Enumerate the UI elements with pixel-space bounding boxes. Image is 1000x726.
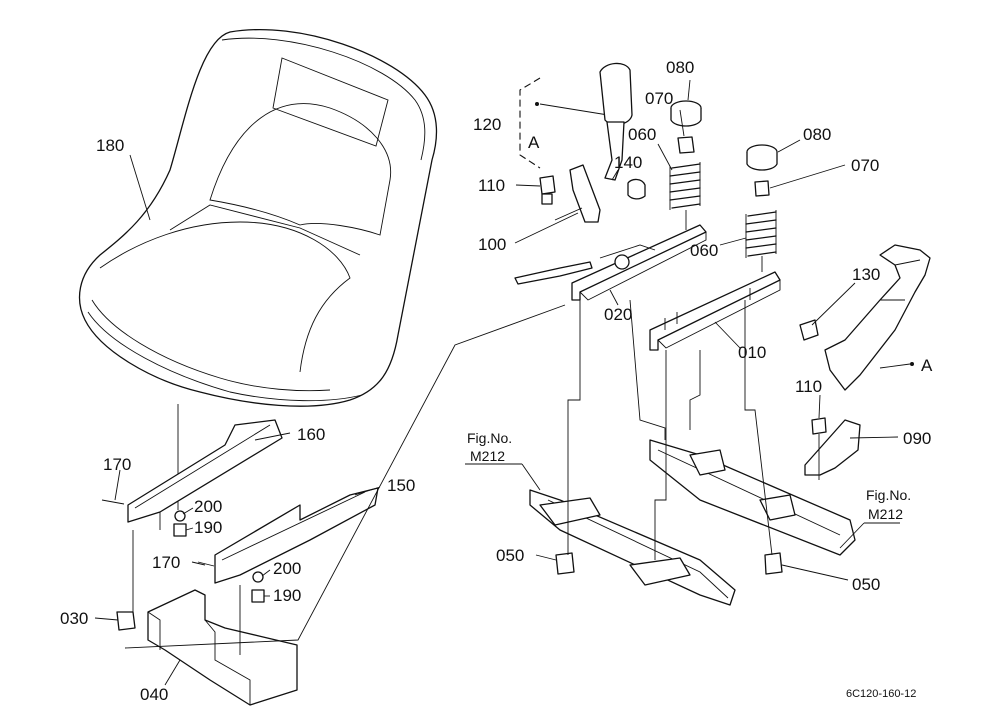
drawing-code: 6C120-160-12 [846, 688, 916, 700]
label-070b: 070 [851, 156, 879, 175]
base-rails [529, 439, 856, 606]
label-130: 130 [852, 265, 880, 284]
fig-ref-right-line1: Fig.No. [866, 487, 911, 503]
routing-lines-left [124, 304, 566, 655]
leader-lines [94, 79, 900, 686]
label-060b: 060 [690, 241, 718, 260]
label-170b: 170 [152, 553, 180, 572]
label-080a: 080 [666, 58, 694, 77]
label-010: 010 [738, 343, 766, 362]
label-030: 030 [60, 609, 88, 628]
bracket-150 [214, 487, 379, 584]
label-130-ref: A [921, 356, 933, 375]
bracket-100 [554, 164, 601, 223]
bracket-160 [127, 419, 283, 530]
fig-ref-left-line1: Fig.No. [467, 430, 512, 446]
label-060a: 060 [628, 125, 656, 144]
label-120-ref: A [528, 133, 540, 152]
label-020: 020 [604, 305, 632, 324]
seat-belt-assembly [799, 244, 931, 391]
part-labels: 180 160 150 170 170 200 190 200 190 030 … [60, 58, 933, 704]
bracket-040 [147, 589, 298, 706]
ref-bracket-120 [519, 77, 609, 169]
label-080b: 080 [803, 125, 831, 144]
nuts-050 [555, 552, 783, 575]
label-180: 180 [96, 136, 124, 155]
routing-lines-right [567, 299, 773, 560]
fig-ref-left-line2: M212 [470, 448, 505, 464]
label-070a: 070 [645, 89, 673, 108]
label-160: 160 [297, 425, 325, 444]
label-050b: 050 [852, 575, 880, 594]
label-090: 090 [903, 429, 931, 448]
label-050a: 050 [496, 546, 524, 565]
label-140: 140 [614, 153, 642, 172]
rail-010 [649, 271, 781, 351]
label-200b: 200 [273, 559, 301, 578]
bracket-090 [804, 417, 861, 480]
label-170a: 170 [103, 455, 131, 474]
fig-ref-right-line2: M212 [868, 506, 903, 522]
label-190a: 190 [194, 518, 222, 537]
springs-060 [669, 162, 777, 272]
label-100: 100 [478, 235, 506, 254]
bolts-top [539, 175, 646, 205]
label-110b: 110 [795, 377, 822, 396]
nuts-070 [677, 136, 770, 197]
label-110a: 110 [478, 176, 505, 195]
label-200a: 200 [194, 497, 222, 516]
caps-080 [670, 100, 778, 171]
figure-references: Fig.No. M212 Fig.No. M212 [467, 430, 911, 522]
label-150: 150 [387, 476, 415, 495]
label-190b: 190 [273, 586, 301, 605]
label-120: 120 [473, 115, 501, 134]
lever-knob [599, 62, 633, 181]
rail-020 [514, 224, 707, 301]
label-040: 040 [140, 685, 168, 704]
